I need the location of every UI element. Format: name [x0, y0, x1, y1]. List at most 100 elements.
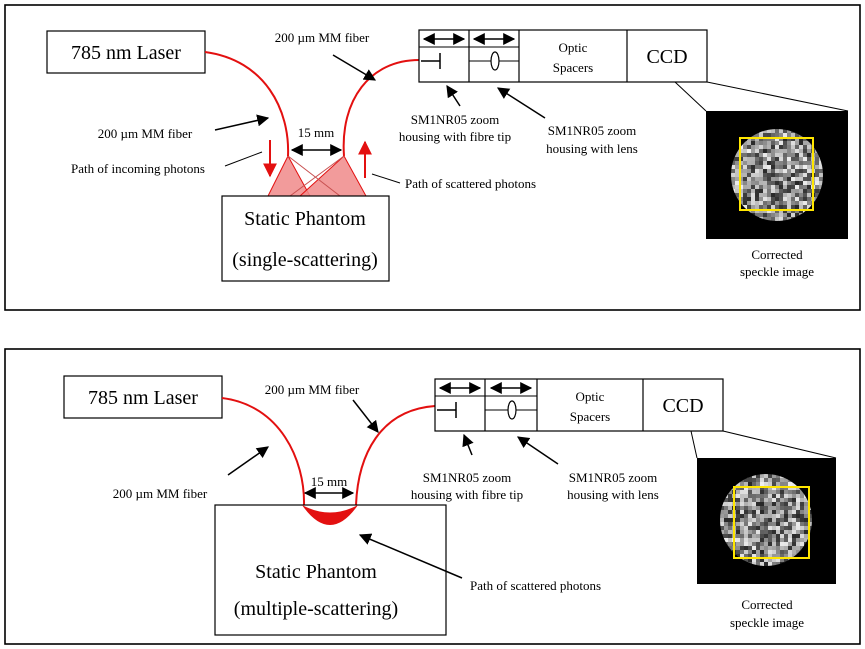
speckle-pixel [795, 173, 799, 177]
speckle-pixel [771, 185, 775, 189]
speckle-pixel [743, 169, 747, 173]
speckle-pixel [767, 205, 771, 209]
speckle-pixel [771, 177, 775, 181]
speckle-pixel [792, 502, 796, 506]
speckle-pixel [763, 205, 767, 209]
speckle-pixel [795, 213, 799, 217]
zoom-lens-arrow [517, 436, 559, 465]
speckle-pixel [775, 157, 779, 161]
speckle-pixel [784, 510, 788, 514]
speckle-pixel [759, 169, 763, 173]
speckle-pixel [771, 189, 775, 193]
speckle-pixel [759, 201, 763, 205]
speckle-pixel [768, 546, 772, 550]
speckle-pixel [755, 161, 759, 165]
speckle-pixel [796, 506, 800, 510]
speckle-pixel [787, 201, 791, 205]
speckle-pixel [768, 542, 772, 546]
speckle-pixel [787, 129, 791, 133]
zoom-callout-line [674, 81, 707, 112]
speckle-pixel [764, 534, 768, 538]
speckle-pixel [791, 161, 795, 165]
speckle-pixel [752, 546, 756, 550]
speckle-pixel [807, 205, 811, 209]
incoming-label: Path of incoming photons [71, 161, 205, 176]
speckle-pixel [756, 514, 760, 518]
speckle-pixel [796, 546, 800, 550]
speckle-pixel [756, 522, 760, 526]
speckle-pixel [728, 522, 732, 526]
phantom-box [214, 504, 447, 636]
speckle-pixel [772, 522, 776, 526]
cone-edge [287, 155, 341, 197]
speckle-pixel [804, 526, 808, 530]
speckle-pixel [740, 538, 744, 542]
speckle-pixel [791, 133, 795, 137]
speckle-pixel [747, 173, 751, 177]
speckle-pixel [735, 169, 739, 173]
speckle-pixel [803, 165, 807, 169]
speckle-pixel [772, 510, 776, 514]
speckle-pixel [763, 193, 767, 197]
speckle-pixel [748, 498, 752, 502]
speckle-pixel [776, 558, 780, 562]
speckle-pixel [815, 165, 819, 169]
speckle-pixel [795, 189, 799, 193]
speckle-pixel [803, 145, 807, 149]
speckle-pixel [748, 510, 752, 514]
speckle-pixel [800, 522, 804, 526]
speckle-pixel [779, 181, 783, 185]
speckle-pixel [756, 498, 760, 502]
speckle-pixel [756, 562, 760, 566]
speckle-pixel [815, 153, 819, 157]
zoom-callout-line [690, 430, 698, 459]
speckle-pixel [720, 530, 724, 534]
speckle-pixel [776, 530, 780, 534]
speckle-pixel [744, 546, 748, 550]
fiber-label-top: 200 µm MM fiber [275, 30, 370, 45]
speckle-pixel [776, 514, 780, 518]
speckle-pixel [751, 153, 755, 157]
speckle-pixel [815, 161, 819, 165]
speckle-pixel [760, 526, 764, 530]
speckle-pixel [800, 498, 804, 502]
speckle-pixel [776, 506, 780, 510]
speckle-pixel [728, 510, 732, 514]
speckle-pixel [784, 506, 788, 510]
speckle-pixel [788, 534, 792, 538]
speckle-pixel [771, 193, 775, 197]
speckle-pixel [788, 482, 792, 486]
speckle-pixel [755, 177, 759, 181]
speckle-pixel [743, 173, 747, 177]
speckle-pixel [755, 189, 759, 193]
speckle-pixel [771, 201, 775, 205]
speckle-pixel [735, 193, 739, 197]
speckle-pixel [780, 534, 784, 538]
speckle-pixel [796, 526, 800, 530]
speckle-pixel [756, 538, 760, 542]
speckle-pixel [735, 189, 739, 193]
speckle-pixel [731, 181, 735, 185]
speckle-pixel [772, 526, 776, 530]
speckle-pixel [787, 217, 791, 221]
speckle-pixel [787, 149, 791, 153]
speckle-pixel [724, 502, 728, 506]
speckle-pixel [776, 554, 780, 558]
speckle-pixel [756, 506, 760, 510]
speckle-pixel [784, 526, 788, 530]
speckle-pixel [751, 185, 755, 189]
speckle-pixel [767, 141, 771, 145]
speckle-pixel [799, 165, 803, 169]
speckle-pixel [803, 201, 807, 205]
speckle-pixel [724, 498, 728, 502]
speckle-pixel [743, 181, 747, 185]
speckle-pixel [775, 197, 779, 201]
speckle-pixel [759, 157, 763, 161]
speckle-pixel [788, 546, 792, 550]
speckle-pixel [792, 550, 796, 554]
speckle-pixel [768, 538, 772, 542]
scattered-label: Path of scattered photons [405, 176, 536, 191]
speckle-pixel [792, 530, 796, 534]
speckle-pixel [783, 217, 787, 221]
panel-border [4, 348, 861, 645]
